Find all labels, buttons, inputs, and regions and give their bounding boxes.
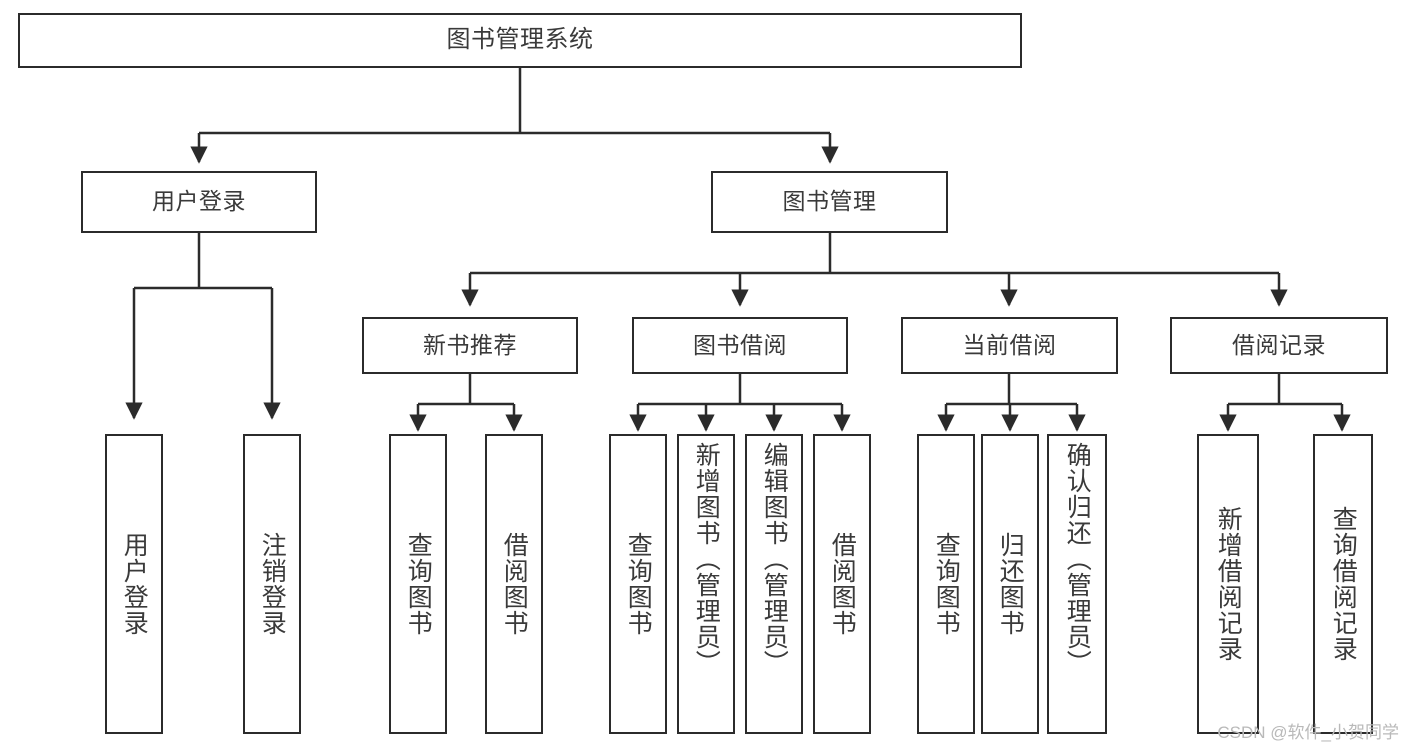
leaf-new-book-borrow-label: 借阅图书 — [500, 532, 529, 636]
leaf-user-login-signin-label: 用户登录 — [120, 532, 149, 636]
node-borrow-record[interactable]: 借阅记录 — [1170, 317, 1388, 374]
leaf-current-query-book[interactable]: 查询图书 — [917, 434, 975, 734]
leaf-new-book-borrow[interactable]: 借阅图书 — [485, 434, 543, 734]
leaf-current-query-book-label: 查询图书 — [932, 532, 961, 636]
leaf-user-login-signout-label: 注销登录 — [258, 532, 287, 636]
leaf-new-book-query[interactable]: 查询图书 — [389, 434, 447, 734]
node-user-login-label: 用户登录 — [152, 188, 246, 215]
leaf-record-query-label: 查询借阅记录 — [1329, 506, 1358, 662]
leaf-borrow-edit-book-label: 编辑图书（管理员） — [760, 442, 789, 676]
leaf-current-confirm-return-label: 确认归还（管理员） — [1063, 442, 1092, 676]
leaf-borrow-edit-book[interactable]: 编辑图书（管理员） — [745, 434, 803, 734]
leaf-borrow-query-book-label: 查询图书 — [624, 532, 653, 636]
leaf-record-add-label: 新增借阅记录 — [1214, 506, 1243, 662]
leaf-current-confirm-return[interactable]: 确认归还（管理员） — [1047, 434, 1107, 734]
leaf-user-login-signout[interactable]: 注销登录 — [243, 434, 301, 734]
node-book-management[interactable]: 图书管理 — [711, 171, 948, 233]
node-book-management-label: 图书管理 — [782, 188, 877, 215]
leaf-borrow-borrow-book[interactable]: 借阅图书 — [813, 434, 871, 734]
leaf-record-add[interactable]: 新增借阅记录 — [1197, 434, 1259, 734]
leaf-borrow-query-book[interactable]: 查询图书 — [609, 434, 667, 734]
node-new-book-recommend-label: 新书推荐 — [423, 331, 517, 358]
leaf-record-query[interactable]: 查询借阅记录 — [1313, 434, 1373, 734]
leaf-new-book-query-label: 查询图书 — [404, 532, 433, 636]
leaf-current-return-book[interactable]: 归还图书 — [981, 434, 1039, 734]
node-root[interactable]: 图书管理系统 — [18, 13, 1022, 68]
leaf-user-login-signin[interactable]: 用户登录 — [105, 434, 163, 734]
node-borrow-record-label: 借阅记录 — [1232, 331, 1326, 358]
leaf-borrow-add-book[interactable]: 新增图书（管理员） — [677, 434, 735, 734]
node-book-borrow-label: 图书借阅 — [693, 331, 787, 358]
leaf-borrow-add-book-label: 新增图书（管理员） — [692, 442, 721, 676]
leaf-borrow-borrow-book-label: 借阅图书 — [828, 532, 857, 636]
leaf-current-return-book-label: 归还图书 — [996, 532, 1025, 636]
node-current-borrow-label: 当前借阅 — [962, 331, 1057, 358]
node-new-book-recommend[interactable]: 新书推荐 — [362, 317, 578, 374]
node-root-label: 图书管理系统 — [446, 26, 594, 54]
node-user-login[interactable]: 用户登录 — [81, 171, 317, 233]
node-book-borrow[interactable]: 图书借阅 — [632, 317, 848, 374]
node-current-borrow[interactable]: 当前借阅 — [901, 317, 1118, 374]
